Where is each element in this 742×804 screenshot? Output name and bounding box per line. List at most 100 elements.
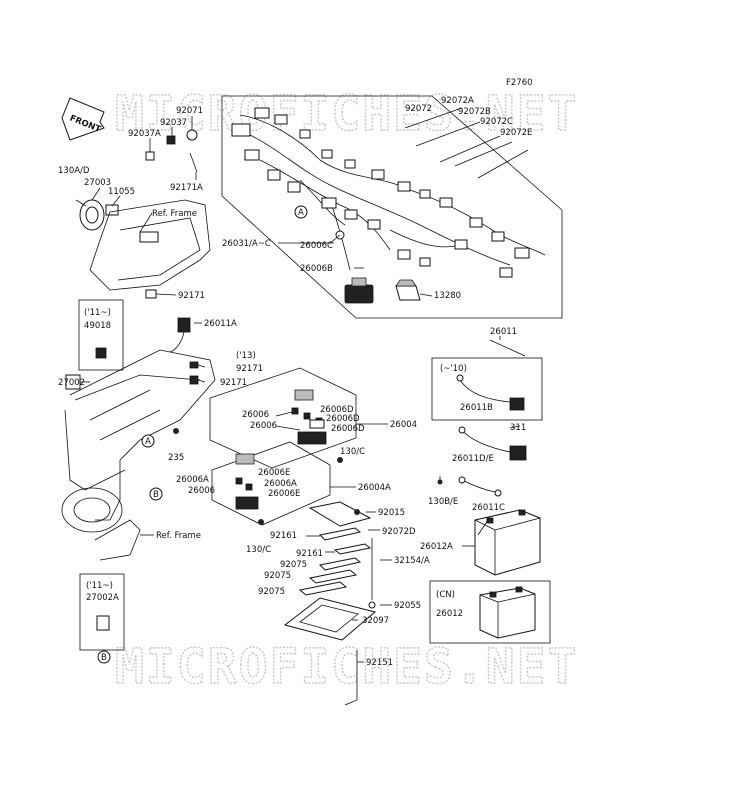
fuse-cable-26011a bbox=[169, 317, 191, 353]
callout-b-1: B bbox=[149, 487, 163, 501]
label-26011b: 26011B bbox=[460, 403, 493, 413]
cover-13280 bbox=[395, 279, 421, 301]
clamp-straps bbox=[404, 107, 529, 179]
grommet-92071 bbox=[186, 129, 198, 141]
label-26012a: 26012A bbox=[420, 542, 453, 552]
label-92151: 92151 bbox=[366, 658, 393, 668]
label-26006e-2: 26006E bbox=[268, 489, 300, 499]
part-labels: 92071 92037 92037A 92171A 130A/D 27003 1… bbox=[58, 96, 532, 668]
label-92072a: 92072A bbox=[441, 96, 474, 106]
label-92171a: 92171A bbox=[170, 183, 203, 193]
pads-92075 bbox=[298, 557, 362, 596]
label-26011a: 26011A bbox=[204, 319, 237, 329]
callout-b-2: B bbox=[97, 650, 111, 664]
label-92075-1: 92075 bbox=[280, 560, 307, 570]
battery-26012a bbox=[474, 509, 541, 576]
label-92037a: 92037A bbox=[128, 129, 161, 139]
label-92072b: 92072B bbox=[458, 107, 491, 117]
label-92075-3: 92075 bbox=[258, 587, 285, 597]
label-26006-2: 26006 bbox=[250, 421, 277, 431]
group-26004a-outline bbox=[211, 441, 331, 526]
harness-group-outline bbox=[221, 95, 563, 319]
front-arrow-icon: FRONT bbox=[61, 97, 105, 141]
battery-tray-32097 bbox=[283, 597, 377, 641]
label-92161-2: 92161 bbox=[296, 549, 323, 559]
label-26006-3: 26006 bbox=[188, 486, 215, 496]
label-92072: 92072 bbox=[405, 104, 432, 114]
label-27003: 27003 bbox=[84, 178, 111, 188]
label-26006c: 26006C bbox=[300, 241, 333, 251]
label-26006b: 26006B bbox=[300, 264, 333, 274]
label-26031: 26031/A~C bbox=[222, 239, 271, 249]
relay-assembly-26004a bbox=[235, 453, 259, 510]
bolt-130c-2 bbox=[258, 519, 264, 525]
callout-a-1: A bbox=[294, 205, 308, 219]
relay-assembly-26004 bbox=[291, 389, 327, 445]
bolt-92171a bbox=[189, 152, 198, 173]
bolt-130c-1 bbox=[337, 457, 343, 463]
label-130ad: 130A/D bbox=[58, 166, 90, 176]
label-26006d-2: 26006D bbox=[326, 414, 360, 424]
label-26006a-2: 26006A bbox=[264, 479, 297, 489]
pads-92161 bbox=[318, 527, 372, 555]
label-yr10: (~'10) bbox=[440, 364, 467, 374]
relay-box bbox=[344, 277, 374, 304]
bolt-92151 bbox=[344, 650, 358, 706]
label-92037: 92037 bbox=[160, 118, 187, 128]
part-27002a bbox=[96, 615, 110, 631]
inset-cn bbox=[429, 580, 551, 644]
clip-92037a bbox=[145, 151, 155, 161]
label-32154a: 32154/A bbox=[394, 556, 430, 566]
inset-49018 bbox=[78, 299, 124, 371]
label-ref-frame-2: Ref. Frame bbox=[156, 531, 201, 541]
callout-a-2: A bbox=[141, 434, 155, 448]
label-cn: (CN) bbox=[436, 590, 455, 600]
inset-26011b bbox=[431, 357, 543, 421]
part-49018 bbox=[95, 347, 107, 359]
label-26006e-1: 26006E bbox=[258, 468, 290, 478]
label-13280: 13280 bbox=[434, 291, 461, 301]
label-26006d-3: 26006D bbox=[331, 424, 365, 434]
label-49018: 49018 bbox=[84, 321, 111, 331]
label-26011c: 26011C bbox=[472, 503, 505, 513]
label-26004: 26004 bbox=[390, 420, 417, 430]
label-yr11-2: ('11~) bbox=[86, 581, 113, 591]
group-26004-outline bbox=[209, 367, 357, 469]
label-ref-frame-1: Ref. Frame bbox=[152, 209, 197, 219]
label-26006-1: 26006 bbox=[242, 410, 269, 420]
svg-text:A: A bbox=[145, 437, 151, 447]
svg-text:B: B bbox=[101, 653, 107, 663]
diagram-code: F2760 bbox=[506, 78, 533, 88]
frame-front bbox=[89, 199, 211, 299]
main-frame bbox=[61, 349, 216, 561]
label-26004a: 26004A bbox=[358, 483, 391, 493]
label-92171-3: 92171 bbox=[220, 378, 247, 388]
label-26011de: 26011D/E bbox=[452, 454, 494, 464]
label-92072e: 92072E bbox=[500, 128, 532, 138]
label-92055: 92055 bbox=[394, 601, 421, 611]
label-yr11-1: ('11~) bbox=[84, 308, 111, 318]
label-26006a-1: 26006A bbox=[176, 475, 209, 485]
label-311: 311 bbox=[510, 423, 526, 433]
battery-26012 bbox=[479, 586, 536, 639]
nut-92015 bbox=[354, 509, 360, 515]
label-92072c: 92072C bbox=[480, 117, 513, 127]
svg-text:A: A bbox=[298, 208, 304, 218]
main-harness bbox=[231, 107, 546, 278]
battery-holder-92072d bbox=[308, 501, 372, 527]
label-26006d-1: 26006D bbox=[320, 405, 354, 415]
label-92015: 92015 bbox=[378, 508, 405, 518]
svg-text:B: B bbox=[153, 490, 159, 500]
label-27002a: 27002A bbox=[86, 593, 119, 603]
label-130c-2: 130/C bbox=[246, 545, 271, 555]
horn-assembly bbox=[75, 199, 119, 231]
label-26011: 26011 bbox=[490, 327, 517, 337]
cable-26011de bbox=[458, 426, 527, 461]
cable-26011b bbox=[456, 374, 525, 411]
watermark-bottom: MICROFICHES.NET bbox=[115, 639, 578, 695]
cable-26011c bbox=[458, 476, 502, 497]
inset-27002a bbox=[79, 573, 125, 651]
clip-92037 bbox=[166, 135, 176, 145]
